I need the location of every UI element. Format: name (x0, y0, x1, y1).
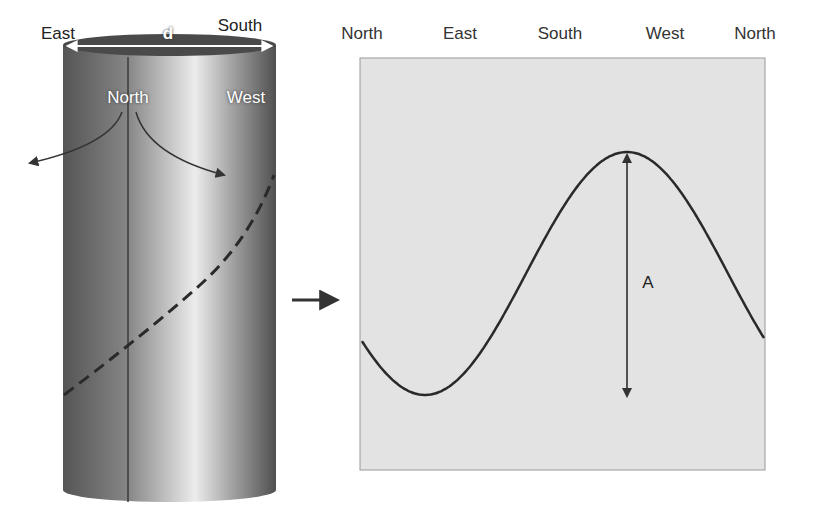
direction-label: East (41, 25, 75, 42)
rotation-arrow (136, 112, 224, 175)
direction-label: North (341, 25, 383, 42)
amplitude-label: A (642, 274, 653, 291)
unrolled-panel (360, 58, 765, 470)
rotation-arrow (30, 112, 122, 163)
direction-label: South (218, 17, 262, 34)
sine-trace (362, 152, 764, 395)
transfer-arrow (292, 299, 336, 302)
direction-label: North (734, 25, 776, 42)
direction-label: West (227, 89, 265, 106)
north-line (127, 57, 129, 502)
direction-label: East (443, 25, 477, 42)
dimension-label: d (163, 25, 173, 42)
direction-label: North (107, 89, 149, 106)
amplitude-arrow (626, 155, 628, 396)
plane-trace (64, 175, 274, 395)
direction-label: West (646, 25, 684, 42)
core-cylinder (63, 45, 276, 502)
direction-label: South (538, 25, 582, 42)
diameter-arrow (68, 45, 271, 47)
